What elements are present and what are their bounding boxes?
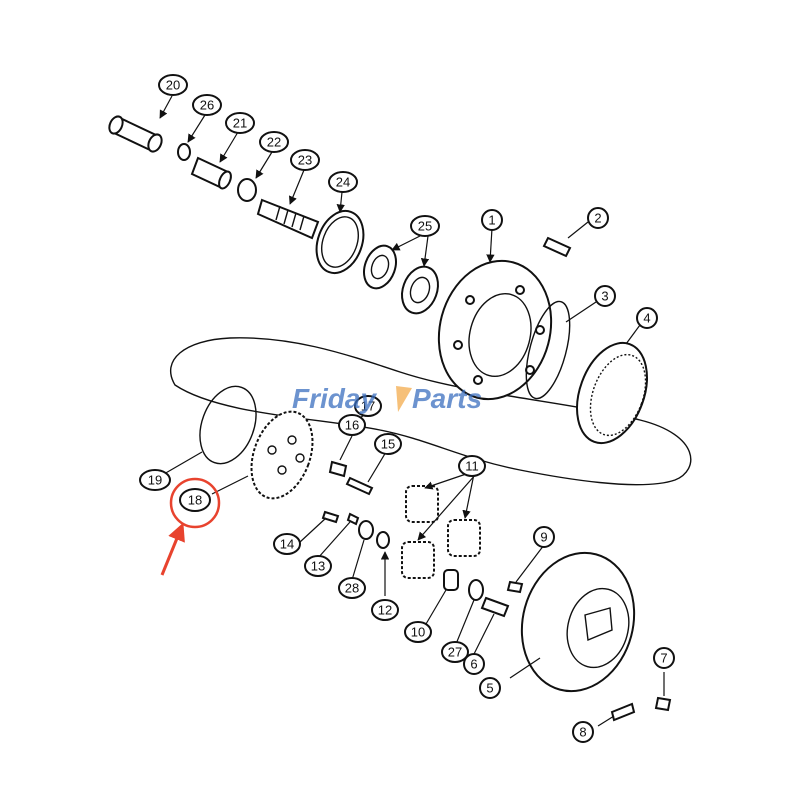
part-26-snap-ring	[177, 143, 191, 161]
callout-3: 3	[594, 285, 616, 307]
svg-text:17: 17	[361, 399, 375, 414]
callout-10: 10	[404, 621, 432, 643]
callout-26: 26	[192, 94, 222, 116]
svg-text:15: 15	[381, 437, 395, 452]
callout-18: 18	[179, 488, 211, 512]
svg-text:7: 7	[660, 651, 667, 666]
part-7-plug	[654, 696, 672, 712]
part-12-retaining-ring	[376, 531, 390, 549]
svg-text:23: 23	[298, 153, 312, 168]
callout-11: 11	[458, 455, 486, 477]
part-15-bolt	[345, 476, 374, 496]
part-13-pin	[346, 512, 360, 526]
svg-text:Friday: Friday	[292, 383, 377, 414]
callout-1: 1	[481, 209, 503, 231]
assembly-outline	[169, 337, 692, 486]
svg-text:14: 14	[280, 537, 294, 552]
part-3-o-ring	[525, 300, 571, 400]
svg-text:27: 27	[448, 645, 462, 660]
svg-text:19: 19	[148, 473, 162, 488]
part-10-needle-bearing	[443, 569, 459, 591]
svg-text:5: 5	[486, 681, 493, 696]
part-16-nut	[328, 460, 348, 478]
callout-17: 17	[354, 395, 382, 417]
svg-text:8: 8	[579, 725, 586, 740]
callout-22: 22	[259, 131, 289, 153]
part-23-spindle	[256, 198, 320, 240]
part-18-carrier-gear	[250, 410, 314, 500]
svg-text:13: 13	[311, 559, 325, 574]
part-4-ring-gear	[576, 341, 648, 445]
callout-4: 4	[636, 307, 658, 329]
callout-13: 13	[304, 555, 332, 577]
part-28-washer	[358, 520, 374, 540]
part-11-planet-gears	[401, 485, 481, 579]
callout-2: 2	[587, 207, 609, 229]
svg-text:22: 22	[267, 135, 281, 150]
callout-25: 25	[410, 215, 440, 237]
callout-7: 7	[653, 647, 675, 669]
part-22-seal	[237, 178, 257, 202]
part-24-ring	[315, 210, 365, 274]
part-27-thrust-washer	[468, 579, 484, 601]
callout-9: 9	[533, 526, 555, 548]
callout-20: 20	[158, 74, 188, 96]
callout-24: 24	[328, 171, 358, 193]
callout-8: 8	[572, 721, 594, 743]
part-8-bolt	[610, 702, 636, 722]
callout-23: 23	[290, 149, 320, 171]
part-2-stud	[542, 236, 572, 258]
svg-text:10: 10	[411, 625, 425, 640]
callout-28: 28	[338, 577, 366, 599]
part-14-bolt	[321, 510, 340, 524]
callout-14: 14	[273, 533, 301, 555]
svg-text:16: 16	[345, 418, 359, 433]
part-20-sleeve	[108, 115, 163, 153]
highlight-marker	[160, 477, 221, 576]
callout-5: 5	[479, 677, 501, 699]
callout-19: 19	[139, 469, 171, 491]
svg-text:26: 26	[200, 98, 214, 113]
watermark: Friday Parts	[292, 383, 482, 414]
part-21-bushing	[190, 156, 232, 190]
svg-text:Parts: Parts	[412, 383, 482, 414]
part-6-pin	[480, 596, 510, 618]
part-5-carrier-housing	[520, 551, 636, 693]
svg-text:24: 24	[336, 175, 350, 190]
svg-text:21: 21	[233, 116, 247, 131]
svg-text:11: 11	[465, 459, 479, 474]
svg-text:6: 6	[470, 657, 477, 672]
part-19-o-ring	[199, 385, 257, 465]
callout-15: 15	[374, 433, 402, 455]
svg-text:2: 2	[594, 211, 601, 226]
svg-text:28: 28	[345, 581, 359, 596]
part-1-hub	[437, 259, 553, 401]
callout-12: 12	[371, 599, 399, 621]
callout-21: 21	[225, 112, 255, 134]
callout-27: 27	[441, 641, 469, 663]
svg-text:12: 12	[378, 603, 392, 618]
svg-text:25: 25	[418, 219, 432, 234]
svg-text:20: 20	[166, 78, 180, 93]
part-9-bolt	[506, 580, 524, 594]
callout-16: 16	[338, 414, 366, 436]
svg-text:9: 9	[540, 530, 547, 545]
svg-text:1: 1	[488, 213, 495, 228]
callout-6: 6	[463, 653, 485, 675]
callouts: 1 2 3 4 5 6 7 8 9 10 11 12 13 14 15 16 1…	[139, 74, 675, 743]
svg-text:18: 18	[188, 493, 202, 508]
svg-text:3: 3	[601, 289, 608, 304]
part-25-bearings	[363, 244, 439, 315]
svg-text:4: 4	[643, 311, 650, 326]
